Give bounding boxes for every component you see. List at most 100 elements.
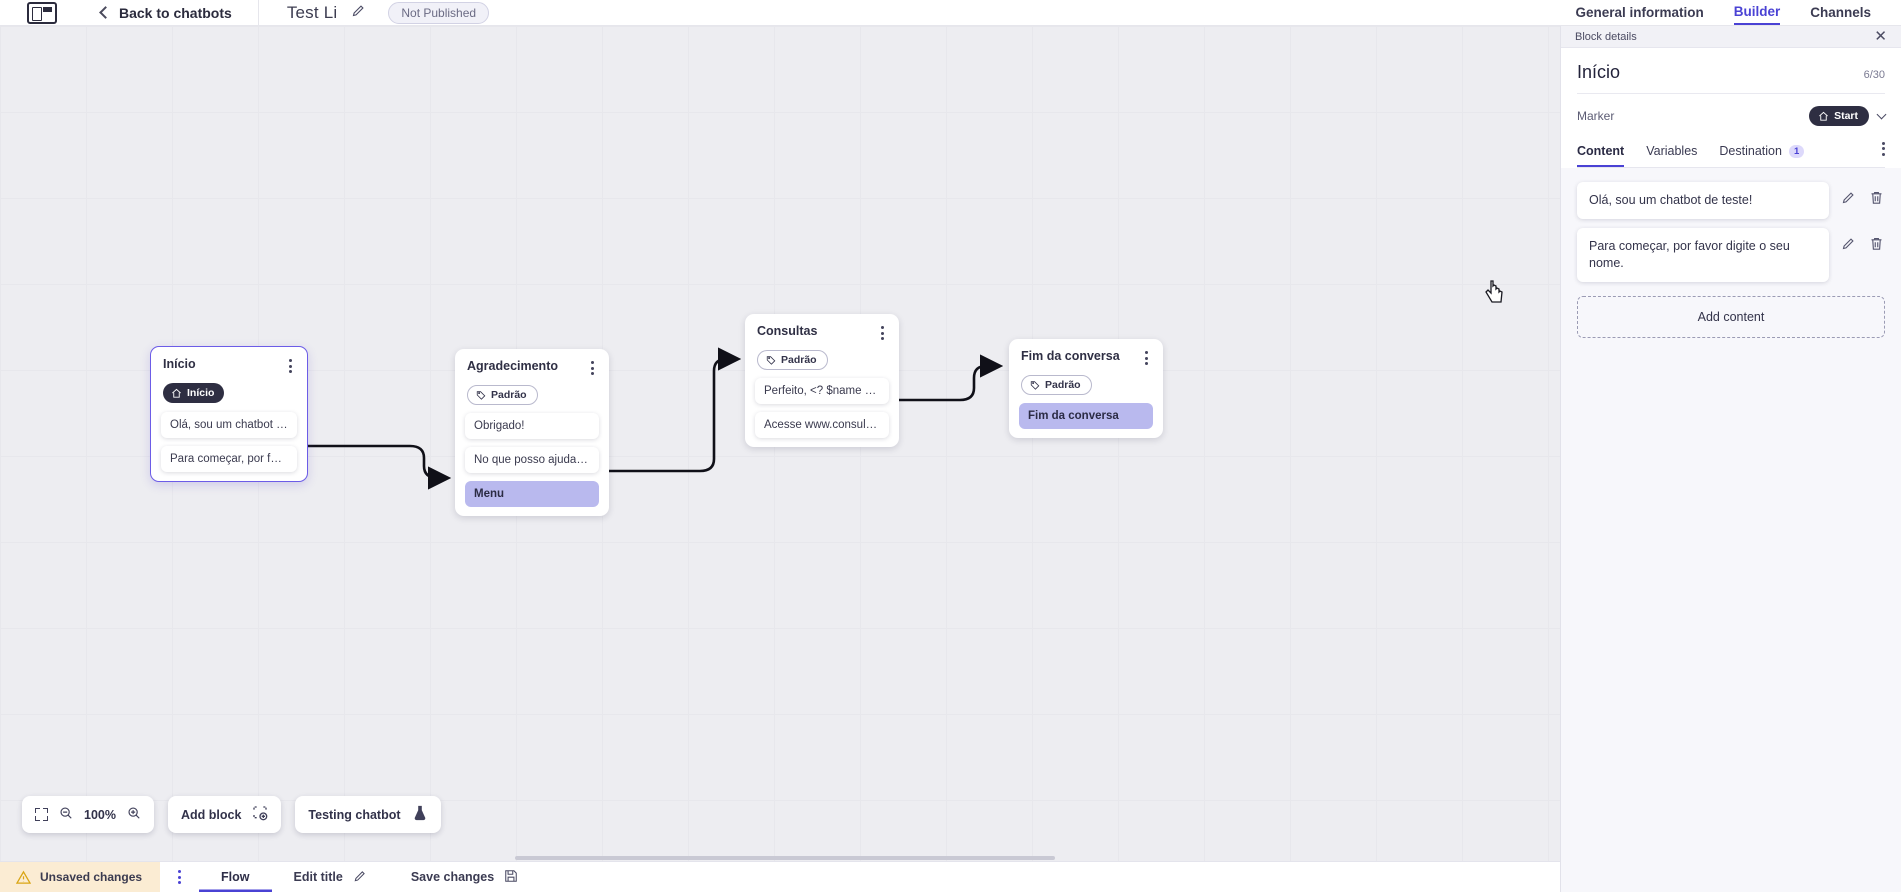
panel-more-menu-button[interactable] bbox=[1882, 141, 1885, 164]
footer-menu-button[interactable] bbox=[178, 870, 182, 884]
add-block-icon bbox=[252, 805, 268, 824]
panel-tabs: Content Variables Destination 1 bbox=[1577, 138, 1885, 168]
publish-status-badge: Not Published bbox=[388, 1, 490, 24]
panel-body: Início 6/30 Marker Start Content Vari bbox=[1561, 48, 1901, 168]
tab-builder[interactable]: Builder bbox=[1733, 0, 1781, 25]
node-title: Agradecimento bbox=[467, 359, 558, 373]
close-icon[interactable]: ✕ bbox=[1874, 28, 1887, 45]
node-header: Fim da conversa bbox=[1009, 348, 1163, 367]
chatbot-title: Test Li bbox=[286, 2, 338, 22]
canvas-toolbar: 100% Add block Testing chatbot bbox=[22, 796, 441, 833]
marker-label: Marker bbox=[1577, 109, 1615, 123]
node-row[interactable]: Obrigado! bbox=[465, 413, 599, 439]
flow-canvas[interactable]: Início Início Olá, sou um chatbot de tes… bbox=[0, 26, 1560, 861]
canvas-horizontal-scrollbar[interactable] bbox=[515, 856, 1055, 860]
content-text[interactable]: Para começar, por favor digite o seu nom… bbox=[1577, 227, 1829, 282]
edit-content-pencil-icon[interactable] bbox=[1839, 228, 1857, 251]
destination-count-badge: 1 bbox=[1788, 144, 1805, 158]
delete-content-trash-icon[interactable] bbox=[1867, 182, 1885, 205]
edit-content-pencil-icon[interactable] bbox=[1839, 182, 1857, 205]
node-row[interactable]: Para começar, por favor digite o ... bbox=[161, 445, 297, 472]
chevron-left-icon bbox=[99, 6, 112, 19]
block-details-panel: Block details ✕ Início 6/30 Marker Start bbox=[1560, 26, 1901, 892]
panel-block-title: Início bbox=[1577, 62, 1621, 82]
node-badge-label: Padrão bbox=[781, 354, 817, 366]
add-block-label: Add block bbox=[180, 807, 242, 822]
top-bar: Back to chatbots Test Li Not Published G… bbox=[0, 0, 1901, 26]
footer-edit-title-button[interactable]: Edit title bbox=[272, 862, 389, 892]
node-menu-button[interactable] bbox=[1142, 349, 1151, 367]
footer-bar: Unsaved changes Flow Edit title Save cha… bbox=[0, 861, 1560, 892]
node-row-end[interactable]: Fim da conversa bbox=[1019, 403, 1153, 429]
flow-node-fim-da-conversa[interactable]: Fim da conversa Padrão Fim da conversa bbox=[1009, 339, 1163, 438]
content-item: Olá, sou um chatbot de teste! bbox=[1577, 182, 1885, 219]
node-default-badge: Padrão bbox=[757, 350, 828, 370]
panel-content-list: Olá, sou um chatbot de teste! Para começ… bbox=[1561, 168, 1901, 282]
app-logo-icon[interactable] bbox=[27, 1, 57, 24]
marker-row: Marker Start bbox=[1577, 94, 1887, 138]
back-to-chatbots-button[interactable]: Back to chatbots bbox=[99, 0, 259, 25]
panel-title-row: Início 6/30 bbox=[1577, 48, 1885, 94]
flow-node-inicio[interactable]: Início Início Olá, sou um chatbot de tes… bbox=[150, 346, 308, 482]
node-title: Fim da conversa bbox=[1021, 349, 1120, 363]
node-title: Início bbox=[163, 357, 196, 371]
edit-title-pencil-icon[interactable] bbox=[351, 3, 366, 23]
tab-channels[interactable]: Channels bbox=[1810, 5, 1871, 20]
node-header: Agradecimento bbox=[455, 358, 609, 377]
add-block-button[interactable]: Add block bbox=[167, 796, 282, 833]
save-icon bbox=[504, 869, 518, 886]
zoom-level-label: 100% bbox=[84, 807, 116, 822]
marker-value: Start bbox=[1834, 110, 1858, 122]
node-row[interactable]: No que posso ajudar, <? $name ... bbox=[465, 447, 599, 473]
panel-tab-destination[interactable]: Destination 1 bbox=[1719, 138, 1805, 167]
flask-icon bbox=[412, 805, 428, 824]
delete-content-trash-icon[interactable] bbox=[1867, 228, 1885, 251]
node-row-menu[interactable]: Menu bbox=[465, 481, 599, 507]
node-row[interactable]: Perfeito, <? $name ?>! bbox=[755, 378, 889, 404]
node-header: Início bbox=[151, 356, 307, 375]
marker-start-badge[interactable]: Start bbox=[1809, 106, 1869, 126]
fit-view-icon[interactable] bbox=[35, 808, 48, 821]
zoom-out-icon[interactable] bbox=[59, 806, 73, 823]
back-to-chatbots-label: Back to chatbots bbox=[119, 4, 232, 21]
footer-edit-title-label: Edit title bbox=[293, 870, 343, 884]
pencil-icon bbox=[353, 869, 367, 886]
add-content-button[interactable]: Add content bbox=[1577, 295, 1885, 338]
content-item: Para começar, por favor digite o seu nom… bbox=[1577, 227, 1885, 282]
node-default-badge: Padrão bbox=[467, 385, 538, 405]
tab-general-information[interactable]: General information bbox=[1575, 5, 1704, 20]
unsaved-changes-label: Unsaved changes bbox=[40, 870, 143, 884]
node-row[interactable]: Olá, sou um chatbot de teste! bbox=[161, 411, 297, 438]
node-menu-button[interactable] bbox=[286, 357, 295, 375]
node-header: Consultas bbox=[745, 323, 899, 342]
footer-save-changes-button[interactable]: Save changes bbox=[389, 862, 540, 892]
node-badge-label: Padrão bbox=[1045, 379, 1081, 391]
zoom-in-icon[interactable] bbox=[127, 806, 141, 823]
panel-tab-content-label: Content bbox=[1577, 144, 1625, 158]
node-badge-label: Padrão bbox=[491, 389, 527, 401]
edge-consultas-fim bbox=[898, 354, 1004, 402]
node-menu-button[interactable] bbox=[588, 359, 597, 377]
testing-chatbot-label: Testing chatbot bbox=[308, 807, 401, 822]
edge-agradecimento-consultas bbox=[608, 347, 742, 473]
footer-save-changes-label: Save changes bbox=[410, 870, 495, 884]
node-row[interactable]: Acesse www.consultas.com par... bbox=[755, 412, 889, 438]
flow-node-consultas[interactable]: Consultas Padrão Perfeito, <? $name ?>! … bbox=[745, 314, 899, 447]
flow-node-agradecimento[interactable]: Agradecimento Padrão Obrigado! No que po… bbox=[455, 349, 609, 516]
node-start-badge: Início bbox=[163, 383, 225, 403]
footer-tab-flow[interactable]: Flow bbox=[199, 862, 271, 892]
panel-tab-variables[interactable]: Variables bbox=[1646, 138, 1697, 167]
unsaved-changes-indicator: Unsaved changes bbox=[0, 862, 161, 892]
zoom-controls[interactable]: 100% bbox=[22, 796, 154, 833]
panel-header-label: Block details bbox=[1575, 30, 1637, 43]
node-menu-button[interactable] bbox=[878, 324, 887, 342]
content-text[interactable]: Olá, sou um chatbot de teste! bbox=[1577, 182, 1829, 219]
panel-tab-content[interactable]: Content bbox=[1577, 138, 1624, 167]
panel-tab-destination-label: Destination bbox=[1719, 144, 1782, 158]
node-badge-label: Início bbox=[187, 387, 215, 399]
testing-chatbot-button[interactable]: Testing chatbot bbox=[295, 796, 441, 833]
panel-header: Block details ✕ bbox=[1561, 26, 1901, 48]
chevron-down-icon[interactable] bbox=[1876, 109, 1887, 120]
node-title: Consultas bbox=[757, 324, 818, 338]
